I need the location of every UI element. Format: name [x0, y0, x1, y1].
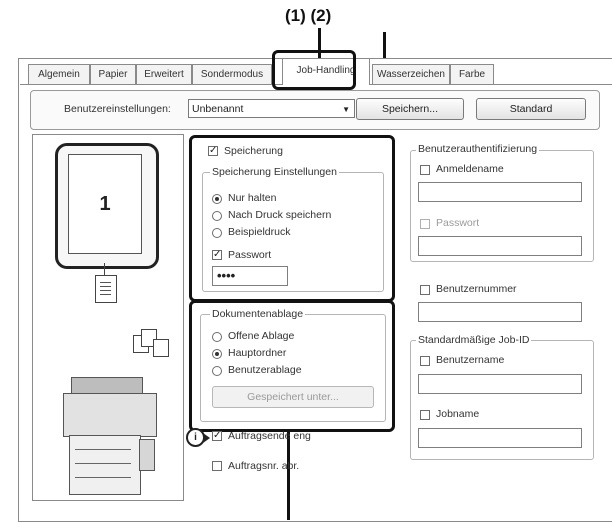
username-input[interactable] — [418, 374, 582, 394]
user-settings-select[interactable]: Unbenannt ▼ — [188, 99, 355, 118]
storage-settings-title: Speicherung Einstellungen — [210, 166, 339, 178]
job-end-checkbox[interactable]: ✓ — [212, 430, 222, 441]
radio-sample-print-label: Beispieldruck — [228, 226, 291, 238]
user-number-checkbox[interactable] — [420, 285, 430, 295]
filing-title: Dokumentenablage — [210, 308, 306, 320]
preview-connector — [104, 263, 105, 275]
callout-line-3 — [287, 430, 290, 520]
storage-label: Speicherung — [224, 145, 283, 157]
radio-save-after-print-label: Nach Druck speichern — [228, 209, 332, 221]
callout-highlight-tab — [272, 50, 356, 90]
job-number-checkbox[interactable] — [212, 461, 222, 471]
save-as-button[interactable]: Gespeichert unter... — [212, 386, 374, 408]
tab-papier[interactable]: Papier — [90, 64, 136, 84]
login-name-label: Anmeldename — [436, 163, 504, 175]
jobname-input[interactable] — [418, 428, 582, 448]
chevron-down-icon: ▼ — [342, 105, 350, 114]
user-number-label: Benutzernummer — [436, 283, 517, 295]
username-label: Benutzername — [436, 354, 505, 366]
login-name-input[interactable] — [418, 182, 582, 202]
page-number: 1 — [68, 154, 142, 254]
radio-main-folder-label: Hauptordner — [228, 347, 287, 359]
radio-save-after-print[interactable] — [212, 211, 222, 221]
login-name-checkbox[interactable] — [420, 165, 430, 175]
radio-open-folder-label: Offene Ablage — [228, 330, 295, 342]
document-icon — [95, 275, 117, 303]
radio-user-folder[interactable] — [212, 366, 222, 376]
username-checkbox[interactable] — [420, 356, 430, 366]
radio-user-folder-label: Benutzerablage — [228, 364, 302, 376]
jobname-label: Jobname — [436, 408, 480, 420]
tab-farbe[interactable]: Farbe — [450, 64, 494, 84]
jobname-checkbox[interactable] — [420, 410, 430, 420]
job-end-label: Auftragsende eng — [228, 430, 311, 442]
auth-password-input[interactable] — [418, 236, 582, 256]
radio-open-folder[interactable] — [212, 332, 222, 342]
tab-sondermodus[interactable]: Sondermodus — [192, 64, 272, 84]
preview-pane: 1 — [32, 134, 184, 501]
user-settings-label: Benutzereinstellungen: — [64, 103, 171, 115]
tab-allgemein[interactable]: Algemein — [28, 64, 90, 84]
job-id-title: Standardmäßige Job-ID — [416, 334, 532, 346]
storage-password-label: Passwort — [228, 249, 272, 261]
tab-erweitert[interactable]: Erweitert — [136, 64, 192, 84]
job-number-label: Auftragsnr. abr. — [228, 460, 300, 472]
storage-password-checkbox[interactable]: ✓ — [212, 249, 222, 260]
printer-icon — [63, 377, 157, 495]
radio-only-hold-label: Nur halten — [228, 192, 277, 204]
storage-checkbox[interactable]: ✓ — [208, 145, 218, 156]
page-preview-icon: 1 — [55, 143, 159, 269]
storage-password-input[interactable]: •••• — [212, 266, 288, 286]
auth-title: Benutzerauthentifizierung — [416, 143, 540, 155]
callout-label-top: (1) (2) — [285, 6, 332, 25]
save-settings-button[interactable]: Speichern... — [356, 98, 464, 120]
auth-password-checkbox[interactable] — [420, 219, 430, 229]
default-button[interactable]: Standard — [476, 98, 586, 120]
radio-only-hold[interactable] — [212, 194, 222, 204]
info-arrow-icon — [203, 433, 210, 443]
user-settings-value: Unbenannt — [192, 103, 244, 115]
radio-main-folder[interactable] — [212, 349, 222, 359]
auth-password-label: Passwort — [436, 217, 480, 229]
user-number-input[interactable] — [418, 302, 582, 322]
tab-wasserzeichen[interactable]: Wasserzeichen — [372, 64, 450, 84]
callout-highlight-filing — [189, 300, 395, 432]
callout-line-1 — [318, 28, 321, 62]
copies-icon — [133, 327, 175, 357]
radio-sample-print[interactable] — [212, 228, 222, 238]
